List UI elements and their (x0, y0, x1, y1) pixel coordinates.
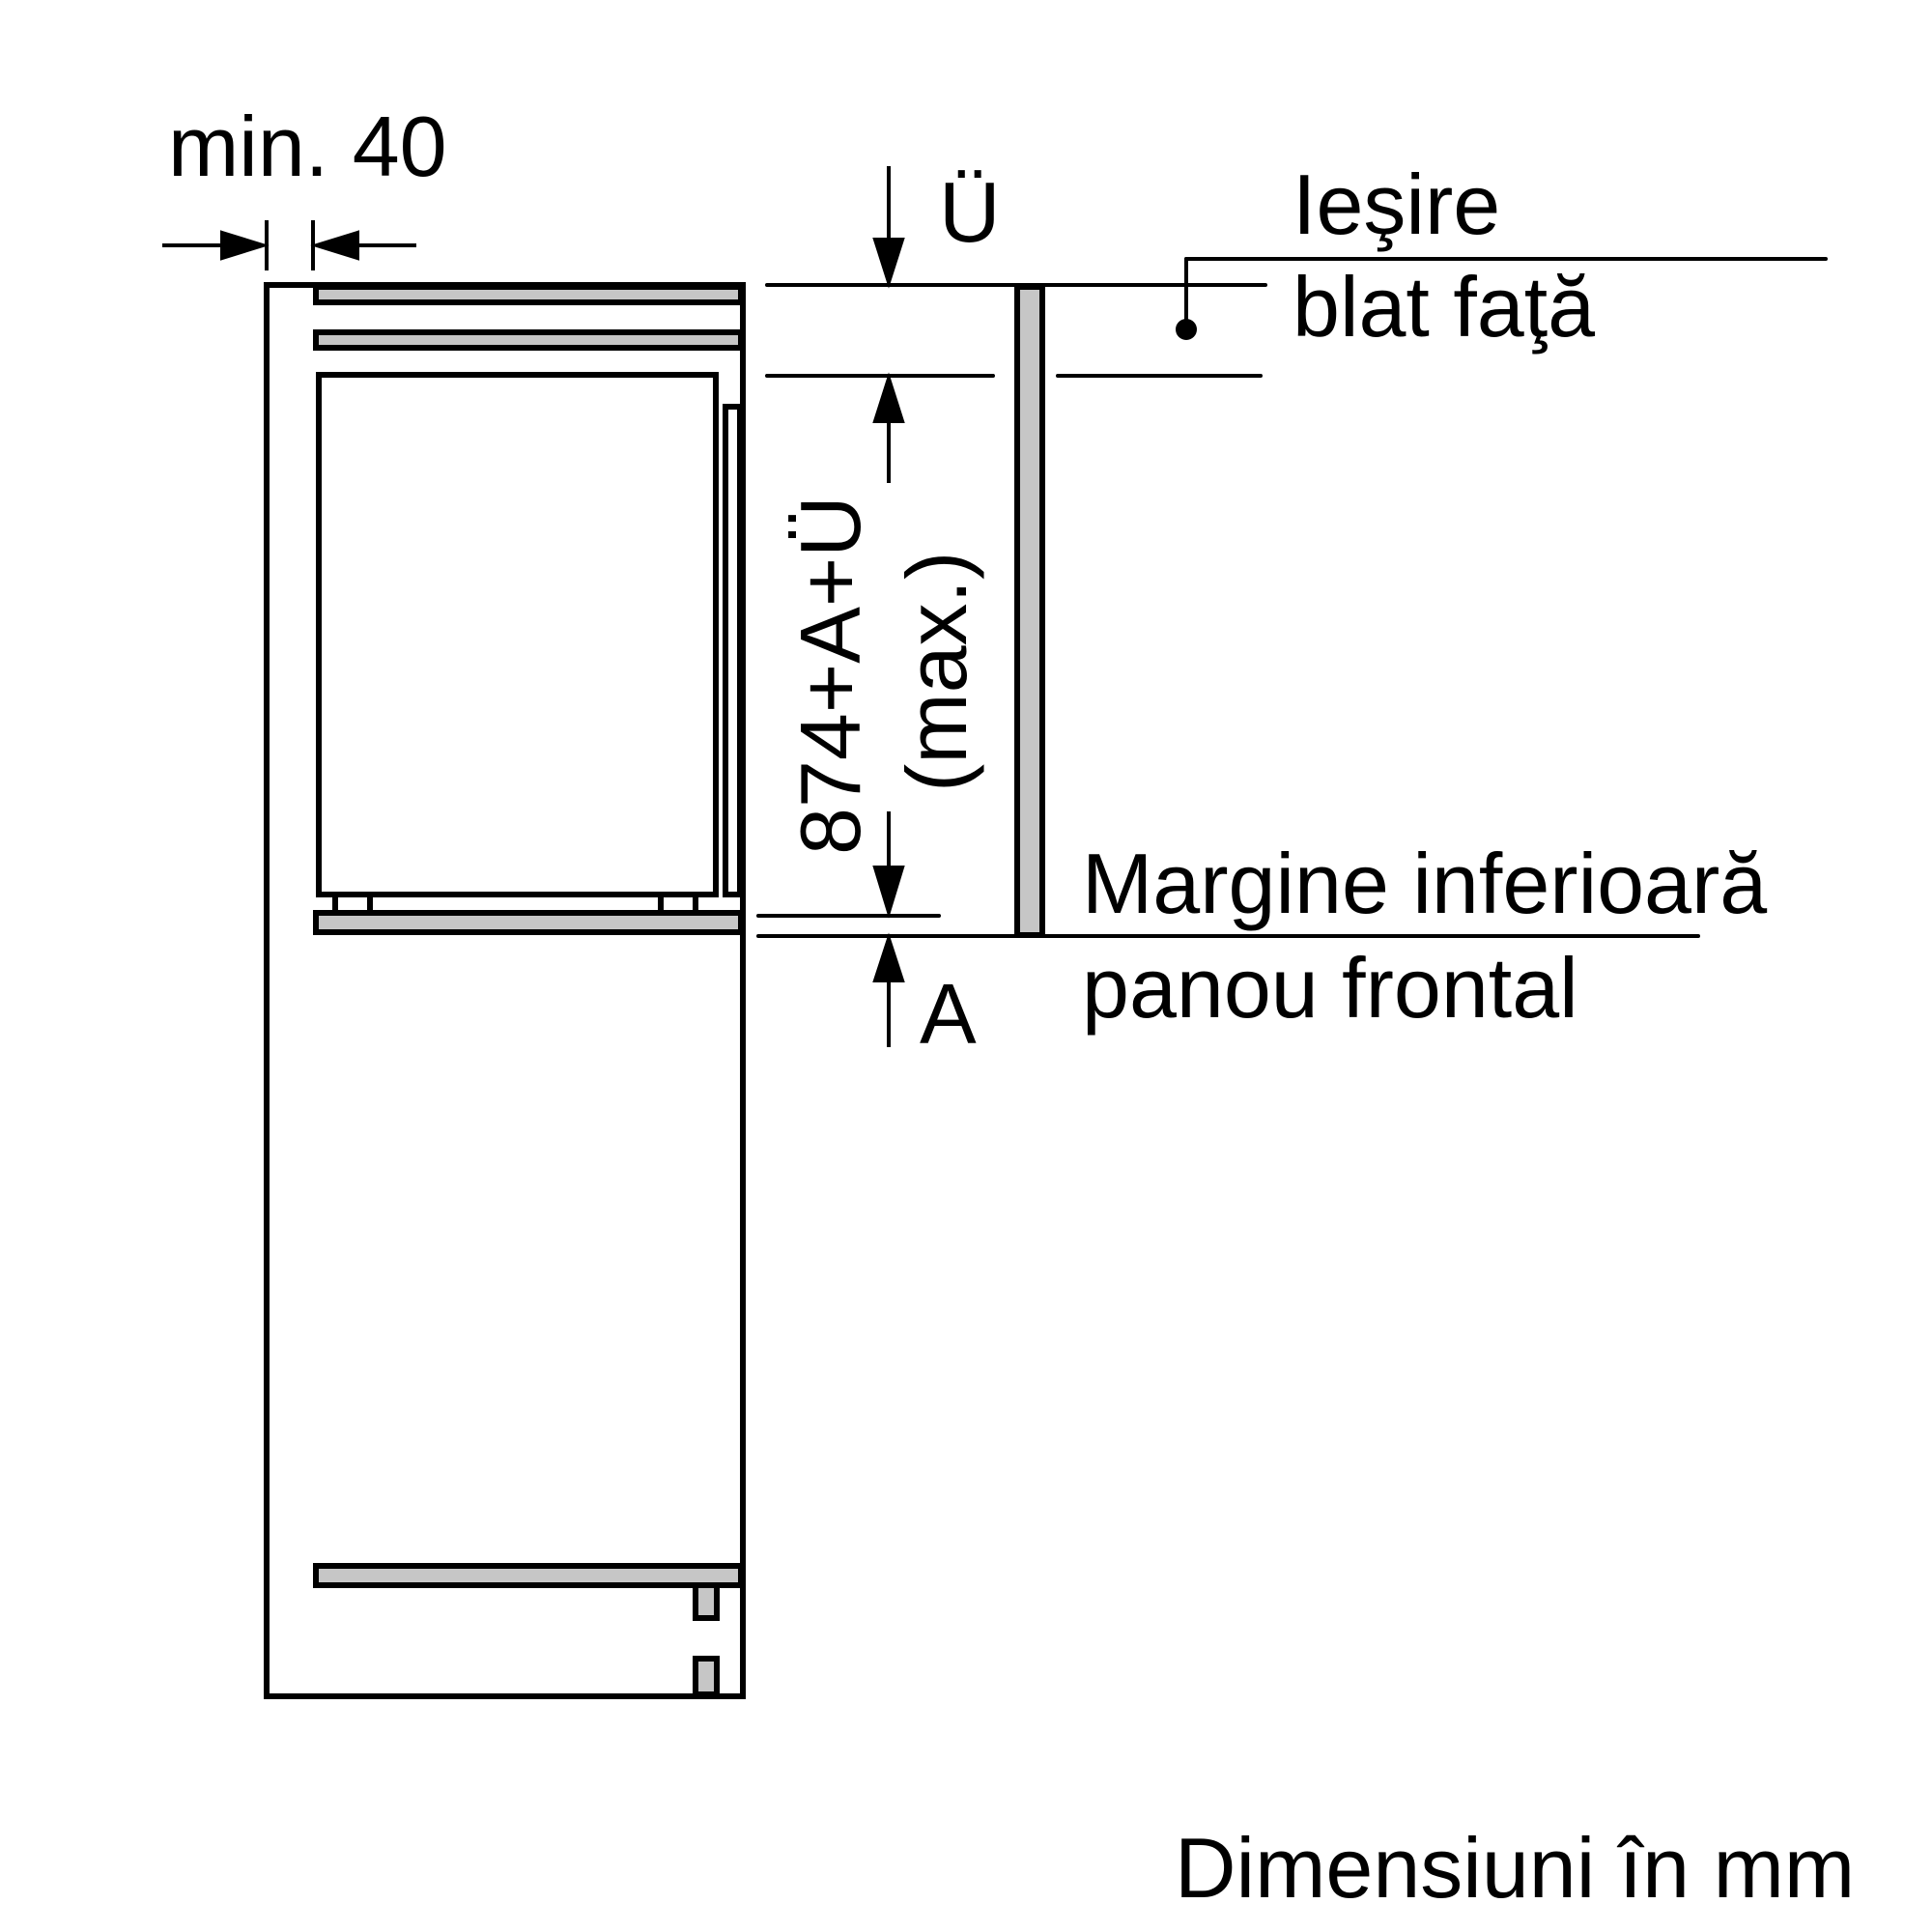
front-panel (1014, 284, 1045, 938)
worktop-label-line1: Ieşire (1293, 156, 1500, 252)
arrow-down-icon (872, 866, 905, 919)
height-formula-label: 874+A+Ü (782, 496, 878, 855)
overhang-label: Ü (939, 164, 1001, 260)
offset-label: A (920, 966, 977, 1062)
appliance (316, 372, 743, 913)
top-shelf (313, 284, 744, 305)
arrow-down-icon (872, 238, 905, 289)
panel-label-line2: panou frontal (1082, 940, 1578, 1036)
min-gap-dimension (162, 220, 416, 270)
height-qualifier-label: (max.) (889, 552, 984, 792)
min-gap-label: min. 40 (168, 99, 447, 194)
units-note: Dimensiuni în mm (1175, 1820, 1855, 1916)
shelves (313, 284, 744, 1697)
overhang-dimension (872, 166, 905, 289)
bottom-foot-upper (693, 1582, 720, 1621)
arrow-up-icon (872, 372, 905, 423)
lower-shelf (313, 1563, 744, 1588)
appliance-door-edge (723, 404, 743, 897)
appliance-body (316, 372, 719, 897)
reference-lines (756, 257, 1828, 938)
height-dimension (872, 372, 905, 919)
offset-dimension (872, 932, 905, 1047)
worktop-leader-dot (1176, 319, 1197, 340)
second-shelf (313, 329, 744, 351)
bottom-foot-lower (693, 1656, 720, 1697)
arrow-up-icon (872, 932, 905, 982)
middle-shelf (313, 910, 744, 935)
panel-label-line1: Margine inferioară (1082, 836, 1767, 931)
worktop-label-line2: blat faţă (1293, 259, 1595, 355)
